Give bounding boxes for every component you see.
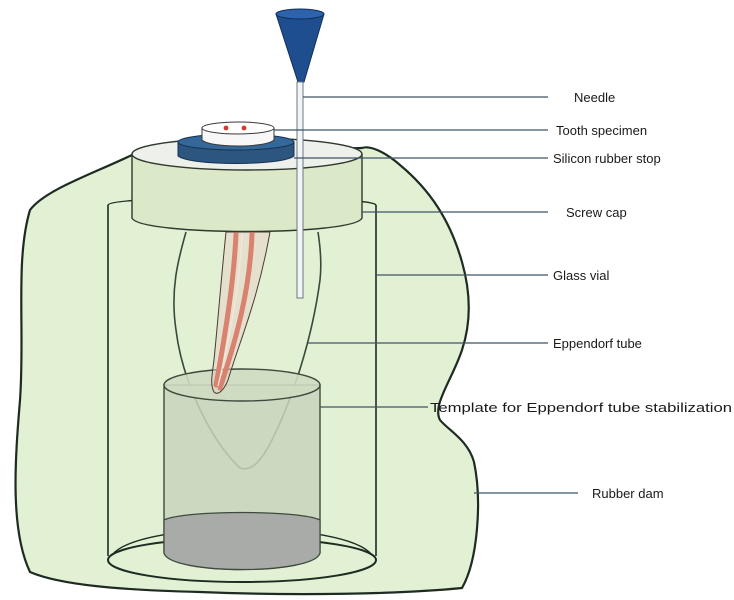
needle-funnel-rim <box>275 8 325 20</box>
template-cylinder-bottom <box>163 511 321 571</box>
label-glass-vial: Glass vial <box>553 268 609 283</box>
label-template: Template for Eppendorf tube stabilizatio… <box>430 400 732 415</box>
screw-cap <box>131 154 363 233</box>
template-cylinder-top <box>163 368 321 402</box>
label-eppendorf-tube: Eppendorf tube <box>553 336 642 351</box>
tooth-specimen-top <box>201 121 275 135</box>
glass-vial-body <box>107 205 377 556</box>
label-silicon-rubber-stop: Silicon rubber stop <box>553 151 661 166</box>
root-canal-2 <box>217 231 255 391</box>
root-canal-1 <box>213 231 239 388</box>
needle-shaft <box>296 81 304 299</box>
root-canal-divider <box>217 233 243 387</box>
canal-orifice-1 <box>223 125 229 131</box>
label-needle: Needle <box>574 90 615 105</box>
label-screw-cap: Screw cap <box>566 205 627 220</box>
label-tooth-specimen: Tooth specimen <box>556 123 647 138</box>
canal-orifice-2 <box>241 125 247 131</box>
label-rubber-dam: Rubber dam <box>592 486 664 501</box>
needle-funnel <box>275 9 325 83</box>
